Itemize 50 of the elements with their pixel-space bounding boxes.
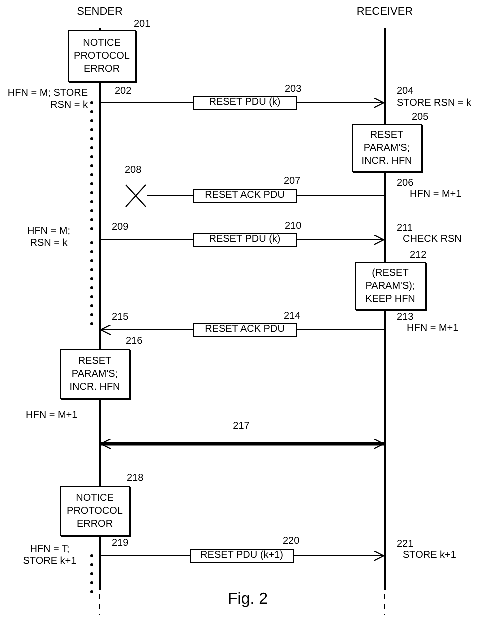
annotation-text: 209	[112, 222, 130, 234]
reference-number: 203	[285, 85, 302, 95]
reference-number: 212	[410, 251, 427, 261]
message-box: RESET PDU (k)	[193, 233, 297, 247]
annotation-text: 215	[112, 312, 130, 324]
annotation-text: 206	[397, 178, 415, 190]
arrow	[100, 324, 194, 336]
arrow	[296, 234, 385, 246]
process-box: NOTICE PROTOCOL ERROR	[60, 486, 130, 536]
arrow	[296, 97, 385, 109]
annotation-text: STORE k+1	[403, 550, 458, 562]
annotation-text: HFN = M+1	[26, 410, 79, 422]
reference-number: 207	[284, 177, 301, 187]
reference-number: 210	[285, 222, 302, 232]
annotation-text: STORE RSN = k	[397, 98, 473, 110]
reference-number: 218	[127, 474, 144, 484]
annotation-text: HFN = M+1	[407, 323, 460, 334]
reference-number: 205	[412, 113, 429, 123]
lifeline-heading: RECEIVER	[356, 5, 414, 20]
annotation-text: HFN = T; STORE k+1	[22, 544, 78, 567]
annotation-text: 202	[115, 86, 133, 98]
annotation-text: 219	[112, 538, 130, 550]
annotation-text: 204	[397, 86, 415, 98]
reference-number: 208	[125, 166, 142, 176]
message-line	[100, 102, 194, 104]
lifeline-heading: SENDER	[77, 5, 123, 20]
annotation-text: CHECK RSN	[403, 234, 463, 246]
annotation-text: 221	[397, 539, 415, 550]
reference-number: 220	[283, 537, 300, 547]
annotation-text: HFN = M; RSN = k	[26, 226, 72, 249]
process-box: (RESET PARAM'S); KEEP HFN	[355, 262, 426, 310]
annotation-text: 213	[397, 312, 415, 324]
arrow	[294, 550, 385, 562]
figure-caption: Fig. 2	[228, 590, 268, 610]
process-box: NOTICE PROTOCOL ERROR	[68, 30, 136, 82]
arrow	[100, 438, 385, 450]
process-box: RESET PARAM'S; INCR. HFN	[60, 349, 130, 399]
reference-number: 201	[134, 20, 151, 30]
process-box: RESET PARAM'S; INCR. HFN	[352, 124, 422, 172]
annotation-text: 211	[397, 223, 414, 234]
annotation-text: HFN = M+1	[410, 189, 463, 200]
reference-number: 216	[126, 337, 143, 347]
message-box: RESET PDU (k)	[193, 96, 297, 110]
message-box: RESET ACK PDU	[193, 189, 297, 203]
edge-label: 217	[231, 422, 252, 432]
message-box: RESET ACK PDU	[193, 323, 297, 337]
annotation-text: HFN = M; STORE RSN = k	[6, 88, 88, 111]
reference-number: 214	[284, 312, 301, 322]
message-box: RESET PDU (k+1)	[190, 549, 294, 563]
cross-mark	[125, 184, 147, 208]
